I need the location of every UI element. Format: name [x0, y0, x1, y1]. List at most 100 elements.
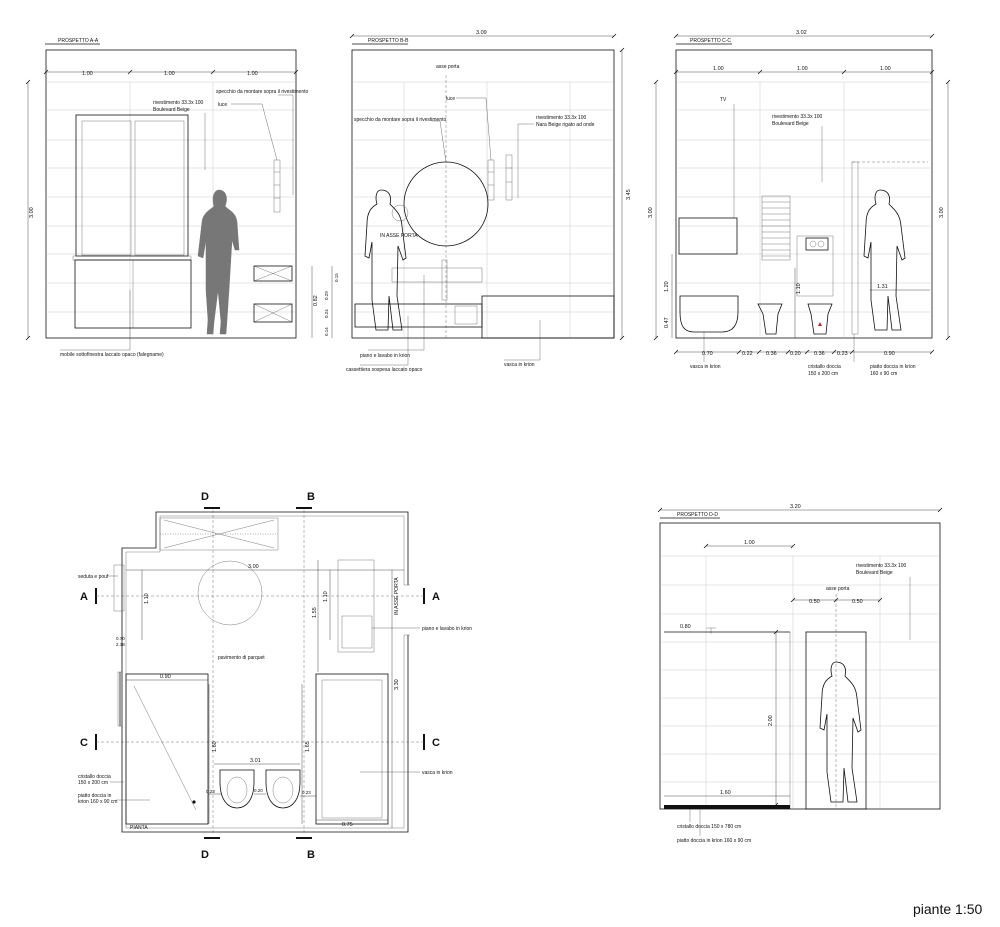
plan-section-c-left: C [80, 737, 88, 749]
plan-label-seduta: seduta e pouf [78, 574, 109, 580]
elevation-aa-label-boulevard: Boulevard Beige [153, 107, 190, 113]
elevation-dd-dim-080: 0.80 [680, 624, 691, 630]
elevation-aa-dim-015: 0.15 [334, 273, 339, 282]
elevation-aa: PROSPETTO A-A 1.00 1.00 1.00 3.0 [25, 38, 339, 358]
elevation-cc-label-cristallo: cristallo doccia [808, 364, 841, 370]
plan-dim-218: 2.18 [116, 642, 125, 647]
plan-section-d-top: D [201, 491, 209, 503]
elevation-bb-width: 3.09 [476, 30, 487, 36]
plan-label-in-asse: IN ASSE PORTA [394, 577, 400, 615]
elevation-cc-dim-b4: 0.20 [790, 351, 801, 357]
elevation-aa-label-mobile: mobile sottofinestra laccato opaco (fale… [60, 352, 164, 358]
scale-label: piante 1:50 [913, 901, 982, 917]
plan-label-vasca: vasca in krion [422, 770, 453, 776]
elevation-dd-label-asse: asse porta [826, 586, 850, 592]
elevation-dd-dim-050b: 0.50 [852, 599, 863, 605]
plan-dim-020: 0.20 [254, 788, 263, 793]
elevation-cc-label-vasca: vasca in krion [690, 364, 721, 370]
plan-dim-070: 0.70 [116, 636, 125, 641]
elevation-bb-label-cassettiera: cassettiera sospesa laccato opaco [346, 367, 423, 373]
plan-dim-165: 1.65 [305, 741, 311, 752]
plan-section-a-right: A [432, 591, 440, 603]
elevation-bb-title: PROSPETTO B-B [368, 38, 409, 44]
elevation-cc-dim-b6: 0.23 [837, 351, 848, 357]
plan-dim-023b: 0.23 [302, 790, 311, 795]
elevation-cc-dim-b7: 0.90 [884, 351, 895, 357]
elevation-aa-title: PROSPETTO A-A [58, 38, 99, 44]
plan-section-a-left: A [80, 591, 88, 603]
elevation-aa-dim-3: 1.00 [247, 71, 258, 77]
elevation-aa-dim-082: 0.82 [313, 295, 319, 306]
elevation-bb-label-rivestimento: rivestimento 33.3x 100 [536, 115, 587, 121]
elevation-cc-dim-b5: 0.36 [814, 351, 825, 357]
plan-dim-090: 0.90 [160, 674, 171, 680]
elevation-dd-label-piatto: piatto doccia in krion 160 x 90 cm [677, 838, 751, 844]
floor-plan: D B D B A A C C 3.00 1.10 1.55 1.10 IN A… [78, 491, 472, 861]
elevation-dd-dim-200: 2.00 [768, 715, 774, 726]
elevation-dd-label-cristallo: cristallo doccia 150 x 780 cm [677, 824, 741, 830]
elevation-cc-dim-b2: 0.22 [742, 351, 753, 357]
elevation-cc-dim-131: 1.31 [877, 284, 888, 290]
elevation-aa-dim-2: 1.00 [164, 71, 175, 77]
elevation-cc-label-piatto: piatto doccia in krion [870, 364, 916, 370]
elevation-dd-dim-160: 1.60 [720, 790, 731, 796]
elevation-cc-height-left: 3.00 [648, 207, 654, 218]
plan-label-cristallo-dim: 150 x 200 cm [78, 780, 108, 786]
elevation-cc-dim-110: 1.10 [796, 283, 802, 294]
plan-label-piano: piano e lavabo in krion [422, 626, 472, 632]
elevation-cc-dim-120: 1.20 [664, 281, 670, 292]
elevation-cc-width: 3.02 [796, 30, 807, 36]
elevation-cc-label-rivestimento: rivestimento 33.3x 100 [772, 114, 823, 120]
plan-dim-330: 3.30 [394, 679, 400, 690]
elevation-dd-width: 3.20 [790, 504, 801, 510]
elevation-aa-dim-029: 0.29 [324, 291, 329, 300]
elevation-bb-label-nara: Nara Beige rigato ad onde [536, 122, 595, 128]
elevation-bb-label-piano: piano e lavabo in krion [360, 353, 410, 359]
elevation-cc-title: PROSPETTO C-C [690, 38, 731, 44]
elevation-aa-label-specchio: specchio da montare sopra il rivestiment… [216, 89, 308, 95]
elevation-dd-title: PROSPETTO D-D [677, 512, 718, 518]
elevation-bb-label-asse: asse porta [436, 64, 460, 70]
elevation-aa-label-luce: luce [218, 102, 227, 108]
plan-title: PIANTA [130, 825, 148, 831]
elevation-aa-height: 3.00 [29, 207, 35, 218]
elevation-cc-dim-1: 1.00 [713, 66, 724, 72]
elevation-cc-label-tv: TV [720, 97, 727, 103]
plan-dim-300: 3.00 [248, 564, 259, 570]
plan-dim-075: 0.75 [342, 822, 353, 828]
elevation-dd-label-rivestimento: rivestimento 33.3x 100 [856, 563, 907, 569]
elevation-cc-dim-b1: 0.70 [702, 351, 713, 357]
elevation-cc-label-piatto-dim: 160 x 90 cm [870, 371, 897, 377]
plan-dim-110b: 1.10 [323, 591, 329, 602]
elevation-cc-dim-2: 1.00 [797, 66, 808, 72]
elevation-dd-label-boulevard: Boulevard Beige [856, 570, 893, 576]
elevation-bb-height: 3.45 [626, 189, 632, 200]
elevation-dd-dim-050a: 0.50 [809, 599, 820, 605]
plan-label-piatto-dim: krion 160 x 90 cm [78, 799, 117, 805]
plan-section-c-right: C [432, 737, 440, 749]
plan-dim-023a: 0.23 [206, 789, 215, 794]
plan-dim-110: 1.10 [144, 593, 150, 604]
plan-dim-155: 1.55 [312, 607, 318, 618]
plan-label-pavimento: pavimento di parquet [218, 655, 265, 661]
elevation-cc-height-right: 3.00 [939, 207, 945, 218]
elevation-cc-label-boulevard: Boulevard Beige [772, 121, 809, 127]
plan-label-piatto: piatto doccia in [78, 793, 112, 799]
plan-dim-301: 3.01 [250, 758, 261, 764]
plan-section-b-top: B [307, 491, 315, 503]
elevation-bb-label-vasca: vasca in krion [504, 362, 535, 368]
elevation-aa-dim-014: 0.14 [324, 327, 329, 336]
elevation-aa-dim-1: 1.00 [82, 71, 93, 77]
plan-section-b-bottom: B [307, 849, 315, 861]
elevation-bb-label-specchio: specchio da montare sopra il rivestiment… [354, 117, 446, 123]
elevation-cc-label-cristallo-dim: 150 x 200 cm [808, 371, 838, 377]
plan-section-d-bottom: D [201, 849, 209, 861]
elevation-bb-label-luce: luce [446, 96, 455, 102]
elevation-dd: PROSPETTO D-D 3.20 1.00 asse porta [657, 504, 943, 844]
plan-dim-160: 1.60 [212, 741, 218, 752]
elevation-cc-dim-047: 0.47 [664, 317, 670, 328]
elevation-aa-label-rivestimento: rivestimento 33.3x 100 [153, 100, 204, 106]
elevation-cc-dim-b3: 0.36 [766, 351, 777, 357]
